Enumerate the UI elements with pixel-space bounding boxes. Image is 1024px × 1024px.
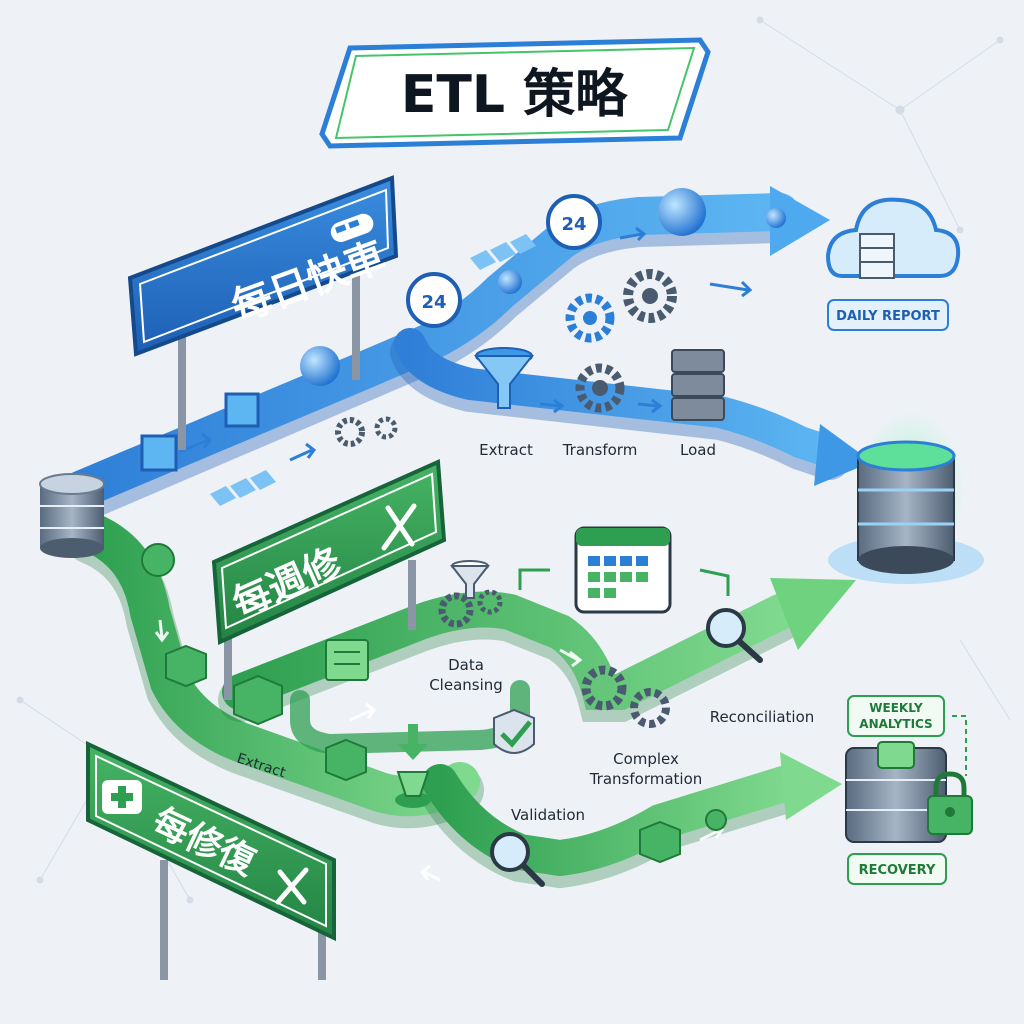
data-gem xyxy=(233,674,283,726)
weekly-analytics-label-1: WEEKLY xyxy=(869,701,923,715)
weekly-arrowhead xyxy=(770,578,856,650)
reconciliation-label: Reconciliation xyxy=(710,708,815,726)
timer-icon: 24 xyxy=(546,194,602,250)
download-funnel-icon xyxy=(395,724,431,808)
data-orb xyxy=(141,543,175,577)
magnifier-icon xyxy=(490,832,545,887)
wrench-icon xyxy=(381,503,417,551)
daily-load-label: Load xyxy=(680,441,716,459)
data-cube xyxy=(224,392,260,428)
first-aid-icon xyxy=(102,780,142,814)
page-title: ETL 策略 xyxy=(401,65,628,125)
dashed-link xyxy=(952,715,967,776)
validation-label: Validation xyxy=(511,806,585,824)
data-orb xyxy=(705,809,727,831)
gear-icon xyxy=(575,363,625,413)
flow-arrow xyxy=(699,568,730,596)
recovery-sign: 每修復 xyxy=(86,740,336,980)
load-arrowhead xyxy=(814,424,872,486)
data-cleansing-label-2: Cleansing xyxy=(429,676,503,694)
recovery-label: RECOVERY xyxy=(859,863,936,878)
gear-icon xyxy=(623,269,677,323)
complex-transformation-label-1: Complex xyxy=(613,750,679,768)
data-cube xyxy=(140,434,178,472)
timer-icon: 24 xyxy=(406,272,462,328)
recovery-arrowhead xyxy=(780,752,842,820)
funnel-icon xyxy=(473,347,535,409)
daily-report-arrowhead xyxy=(770,186,830,256)
source-database-icon xyxy=(39,473,105,558)
funnel-icon xyxy=(449,560,491,599)
flow-arrows xyxy=(179,226,753,462)
cloud-database-icon xyxy=(825,197,961,279)
timer-label: 24 xyxy=(421,292,446,313)
data-gem xyxy=(325,738,367,782)
warehouse-database-icon xyxy=(828,410,984,584)
title-banner: ETL 策略 xyxy=(319,37,711,149)
document-stack-icon xyxy=(325,639,369,681)
daily-pipeline xyxy=(57,186,872,523)
calendar-icon xyxy=(574,526,672,614)
data-orb xyxy=(498,270,522,294)
lock-icon xyxy=(927,771,973,835)
flow-arrow xyxy=(518,568,550,590)
data-gem xyxy=(165,644,207,688)
data-orb xyxy=(766,208,786,228)
daily-report-badge: DAILY REPORT xyxy=(827,299,949,331)
gear-icon xyxy=(335,416,398,447)
server-icon xyxy=(671,349,725,421)
data-orb xyxy=(300,346,340,386)
wrench-icon xyxy=(275,867,309,905)
speed-chevrons xyxy=(210,234,536,506)
gear-icon xyxy=(565,293,615,343)
daily-extract-label: Extract xyxy=(479,441,533,459)
green-flow-arrows xyxy=(154,619,725,882)
gear-icon xyxy=(438,589,503,628)
recovery-badge: RECOVERY xyxy=(847,853,947,885)
server-icon xyxy=(845,741,947,843)
daily-transform-label: Transform xyxy=(562,441,638,459)
gear-icon xyxy=(581,665,670,728)
shield-check-icon xyxy=(493,708,535,754)
timer-label: 24 xyxy=(561,214,586,235)
data-gem xyxy=(639,820,681,864)
weekly-analytics-badge: WEEKLY ANALYTICS xyxy=(847,695,945,737)
data-cleansing-label-1: Data xyxy=(448,656,484,674)
globe-icon xyxy=(658,188,706,236)
daily-report-label: DAILY REPORT xyxy=(836,309,940,324)
train-icon xyxy=(330,213,374,242)
complex-transformation-label-2: Transformation xyxy=(589,770,703,788)
weekly-analytics-label-2: ANALYTICS xyxy=(859,717,932,731)
magnifier-icon xyxy=(706,608,763,663)
